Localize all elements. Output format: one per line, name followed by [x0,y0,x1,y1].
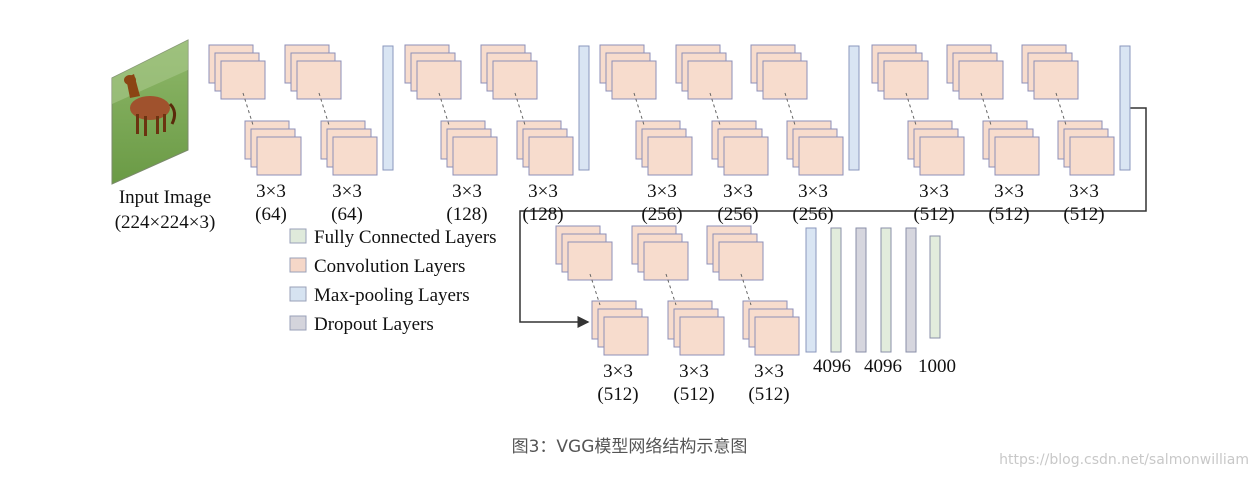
conv-channels-label: (512) [597,384,638,405]
legend-label-dropout: Dropout Layers [314,314,434,335]
conv-kernel-label: 3×3 [919,181,949,202]
conv-kernel-label: 3×3 [256,181,286,202]
conv-stack-bottom [754,316,800,356]
conv-channels-label: (256) [792,204,833,225]
max-pooling-layer [1119,45,1131,171]
conv-stack-bottom [603,316,649,356]
conv-stack-top [958,60,1004,100]
conv-stack-top [883,60,929,100]
fully-connected-layer [880,227,892,353]
network-layers: 3×3(64)3×3(64)3×3(128)3×3(128)3×3(256)3×… [208,44,1131,405]
input-image-size: (224×224×3) [115,212,216,233]
figure-caption: 图3：VGG模型网络结构示意图 [511,437,748,457]
conv-stack-bottom [723,136,769,176]
legend-label-conv: Convolution Layers [314,256,465,277]
conv-kernel-label: 3×3 [452,181,482,202]
conv-kernel-label: 3×3 [679,361,709,382]
conv-channels-label: (128) [522,204,563,225]
conv-stack-top [296,60,342,100]
conv-stack-bottom [798,136,844,176]
max-pooling-layer [805,227,817,353]
conv-stack-top [1033,60,1079,100]
conv-kernel-label: 3×3 [754,361,784,382]
conv-stack-bottom [679,316,725,356]
legend-label-fc: Fully Connected Layers [314,227,497,248]
dropout-layer [855,227,867,353]
conv-channels-label: (512) [988,204,1029,225]
conv-channels-label: (512) [748,384,789,405]
conv-kernel-label: 3×3 [798,181,828,202]
fully-connected-layer [830,227,842,353]
conv-channels-label: (512) [1063,204,1104,225]
conv-kernel-label: 3×3 [528,181,558,202]
legend-swatch-dropout [289,315,307,331]
dropout-layer [905,227,917,353]
conv-stack-top [220,60,266,100]
conv-kernel-label: 3×3 [994,181,1024,202]
conv-kernel-label: 3×3 [723,181,753,202]
conv-stack-bottom [647,136,693,176]
max-pooling-layer [578,45,590,171]
legend-label-pool: Max-pooling Layers [314,285,470,306]
fc-size-label: 4096 [813,356,851,377]
row-connector-arrow [519,107,1147,328]
conv-stack-top [762,60,808,100]
conv-stack-top [687,60,733,100]
conv-channels-label: (512) [673,384,714,405]
conv-stack-bottom [994,136,1040,176]
conv-kernel-label: 3×3 [332,181,362,202]
legend: Fully Connected Layers Convolution Layer… [289,227,497,335]
max-pooling-layer [848,45,860,171]
conv-channels-label: (128) [446,204,487,225]
conv-channels-label: (512) [913,204,954,225]
conv-stack-top [611,60,657,100]
input-image-title: Input Image [119,187,211,208]
conv-channels-label: (256) [641,204,682,225]
conv-channels-label: (64) [331,204,363,225]
max-pooling-layer [382,45,394,171]
conv-channels-label: (256) [717,204,758,225]
conv-stack-top [718,241,764,281]
conv-kernel-label: 3×3 [603,361,633,382]
conv-stack-bottom [919,136,965,176]
conv-stack-top [492,60,538,100]
legend-swatch-fc [289,228,307,244]
legend-swatch-pool [289,286,307,302]
conv-stack-top [416,60,462,100]
input-image [111,39,189,185]
conv-kernel-label: 3×3 [647,181,677,202]
conv-channels-label: (64) [255,204,287,225]
watermark: https://blog.csdn.net/salmonwilliam [999,452,1249,468]
conv-stack-bottom [256,136,302,176]
conv-stack-top [567,241,613,281]
fc-size-label: 4096 [864,356,902,377]
conv-kernel-label: 3×3 [1069,181,1099,202]
conv-stack-bottom [1069,136,1115,176]
conv-stack-bottom [452,136,498,176]
legend-swatch-conv [289,257,307,273]
conv-stack-bottom [332,136,378,176]
conv-stack-top [643,241,689,281]
conv-stack-bottom [528,136,574,176]
fully-connected-layer [929,235,941,339]
fc-size-label: 1000 [918,356,956,377]
